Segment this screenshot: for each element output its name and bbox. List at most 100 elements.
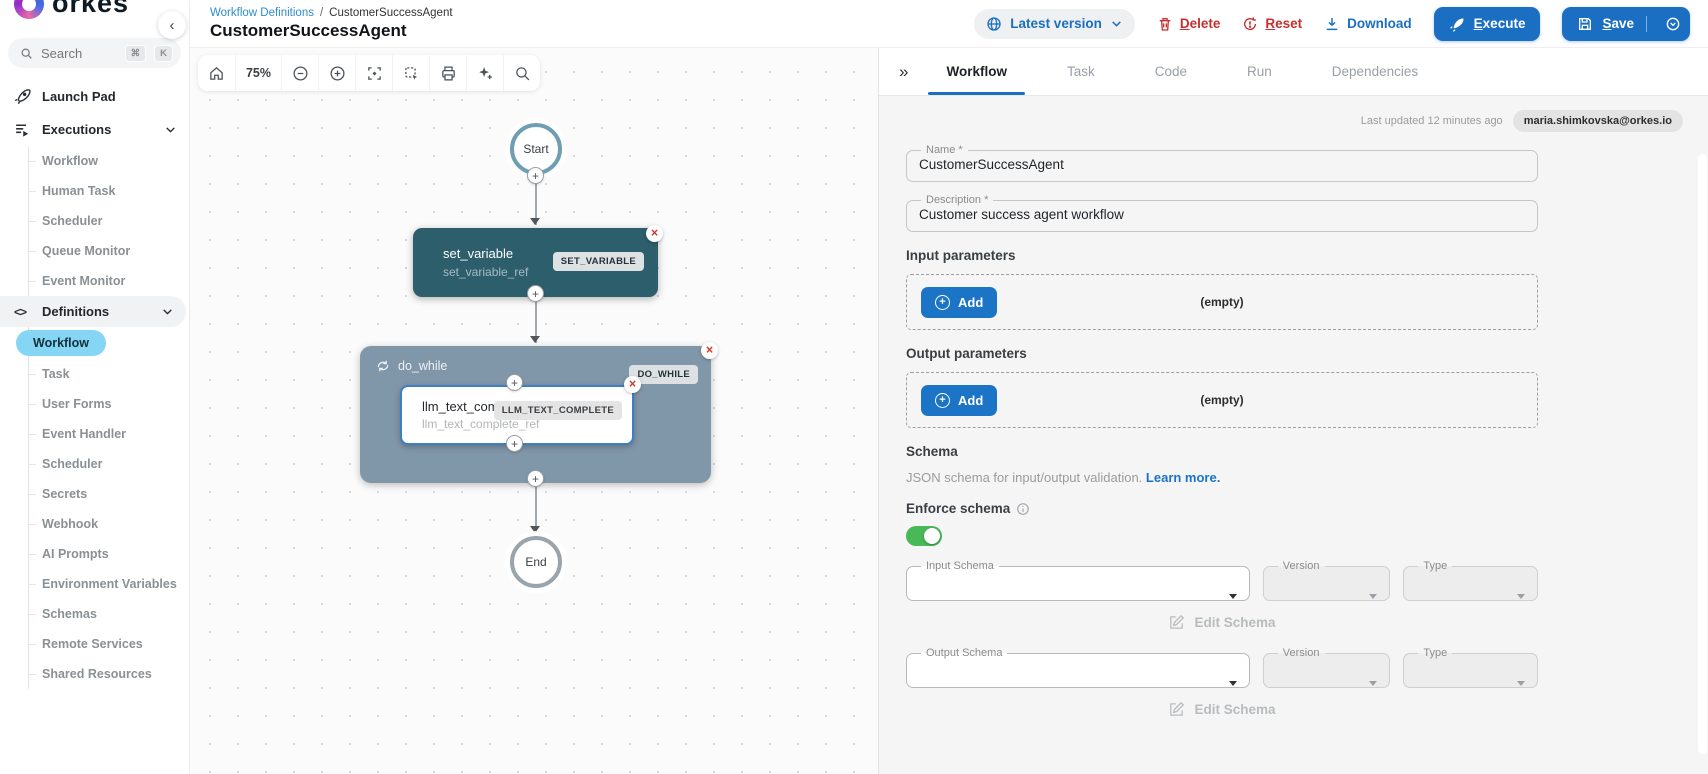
executions-subtree: Workflow Human Task Scheduler Queue Moni…: [28, 146, 189, 296]
print-button[interactable]: [429, 55, 466, 91]
input-parameters-empty: (empty): [1200, 295, 1244, 309]
info-icon[interactable]: [1016, 502, 1030, 516]
sidebar-item-queue-monitor[interactable]: Queue Monitor: [29, 236, 189, 266]
version-label: Latest version: [1010, 16, 1102, 31]
enforce-schema-toggle[interactable]: [906, 526, 942, 546]
tab-task[interactable]: Task: [1066, 64, 1095, 79]
ai-sparkles-button[interactable]: [466, 55, 503, 91]
sidebar-item-ai-prompts[interactable]: AI Prompts: [29, 539, 189, 569]
input-schema-label: Input Schema: [926, 560, 994, 572]
sidebar-item-exec-scheduler[interactable]: Scheduler: [29, 206, 189, 236]
sidebar-item-def-scheduler[interactable]: Scheduler: [29, 449, 189, 479]
sidebar-item-definitions[interactable]: <> Definitions: [0, 296, 186, 327]
learn-more-link[interactable]: Learn more.: [1145, 470, 1221, 485]
description-input[interactable]: [919, 206, 1525, 222]
save-dropdown-button[interactable]: [1656, 16, 1690, 32]
sidebar-item-schemas[interactable]: Schemas: [29, 599, 189, 629]
output-schema-label: Output Schema: [926, 647, 1003, 659]
breadcrumb-workflow-definitions[interactable]: Workflow Definitions: [210, 6, 314, 19]
zoom-level[interactable]: 75%: [235, 55, 281, 91]
home-button[interactable]: [198, 55, 235, 91]
panel-scrollbar[interactable]: [1698, 154, 1707, 754]
sidebar-item-secrets[interactable]: Secrets: [29, 479, 189, 509]
input-schema-version-select[interactable]: Version: [1262, 560, 1391, 601]
canvas-toolbar: 75%: [198, 55, 540, 91]
zoom-in-button[interactable]: [318, 55, 355, 91]
remove-llm-button[interactable]: ×: [624, 376, 641, 393]
executions-icon: [16, 124, 29, 137]
do-while-type-badge: DO_WHILE: [629, 365, 698, 384]
add-task-button[interactable]: +: [527, 285, 544, 302]
workflow-canvas[interactable]: 75% Start: [190, 48, 878, 774]
save-floppy-icon: [1579, 17, 1592, 30]
edge-setvariable-dowhile: [535, 301, 537, 343]
add-task-button[interactable]: +: [506, 374, 523, 391]
sidebar-item-def-workflow[interactable]: Workflow: [16, 330, 107, 356]
input-parameters-heading: Input parameters: [906, 248, 1016, 263]
breadcrumb-separator: /: [319, 6, 324, 19]
sidebar-item-human-task[interactable]: Human Task: [29, 176, 189, 206]
output-schema-select[interactable]: Output Schema: [906, 647, 1250, 688]
sidebar-collapse-button[interactable]: ‹: [158, 11, 186, 39]
tab-dependencies[interactable]: Dependencies: [1331, 64, 1419, 79]
delete-button[interactable]: Delete: [1157, 16, 1220, 32]
sidebar-item-remote-services[interactable]: Remote Services: [29, 629, 189, 659]
input-schema-select[interactable]: Input Schema: [906, 560, 1250, 601]
type-label: Type: [1423, 647, 1448, 659]
edit-output-schema-button[interactable]: Edit Schema: [906, 701, 1538, 718]
name-input[interactable]: [919, 156, 1525, 172]
fit-view-button[interactable]: [355, 55, 392, 91]
save-button[interactable]: Save: [1562, 6, 1690, 41]
remove-do-while-button[interactable]: ×: [701, 342, 718, 359]
add-task-button[interactable]: +: [527, 470, 544, 487]
edit-schema-label: Edit Schema: [1194, 615, 1276, 630]
sidebar: orkes ‹ ⌘ K Launch Pad Executions Workfl…: [0, 0, 190, 774]
sidebar-item-shared-resources[interactable]: Shared Resources: [29, 659, 189, 689]
tab-code[interactable]: Code: [1154, 64, 1188, 79]
input-parameters-box: (empty) + Add: [906, 274, 1538, 330]
arrowhead: [530, 218, 540, 230]
end-node[interactable]: End: [510, 536, 562, 588]
download-button[interactable]: Download: [1324, 16, 1412, 32]
version-label: Version: [1282, 647, 1320, 659]
input-schema-type-select[interactable]: Type: [1403, 560, 1538, 601]
sidebar-item-label: Definitions: [42, 304, 110, 319]
add-output-parameter-button[interactable]: + Add: [921, 384, 998, 416]
sidebar-item-webhook[interactable]: Webhook: [29, 509, 189, 539]
set-variable-node[interactable]: set_variable set_variable_ref SET_VARIAB…: [413, 228, 658, 297]
search-box[interactable]: ⌘ K: [8, 38, 181, 68]
output-schema-type-select[interactable]: Type: [1403, 647, 1538, 688]
start-node[interactable]: Start: [510, 123, 562, 175]
version-selector-button[interactable]: Latest version: [974, 8, 1135, 39]
end-node-label: End: [525, 555, 547, 569]
sidebar-item-environment-variables[interactable]: Environment Variables: [29, 569, 189, 599]
sidebar-item-event-monitor[interactable]: Event Monitor: [29, 266, 189, 296]
edit-input-schema-button[interactable]: Edit Schema: [906, 614, 1538, 631]
task-type-badge: LLM_TEXT_COMPLETE: [493, 401, 622, 420]
search-input[interactable]: [41, 45, 117, 61]
tab-workflow[interactable]: Workflow: [916, 48, 1037, 95]
sidebar-item-user-forms[interactable]: User Forms: [29, 389, 189, 419]
output-schema-version-select[interactable]: Version: [1262, 647, 1391, 688]
search-canvas-button[interactable]: [503, 55, 540, 91]
reset-button[interactable]: Reset: [1242, 16, 1302, 32]
remove-set-variable-button[interactable]: ×: [646, 225, 663, 242]
task-name: set_variable: [443, 246, 514, 261]
tab-run[interactable]: Run: [1247, 64, 1272, 79]
add-task-button[interactable]: +: [506, 435, 523, 452]
sidebar-item-exec-workflow[interactable]: Workflow: [29, 146, 189, 176]
select-area-button[interactable]: [392, 55, 429, 91]
sidebar-item-event-handler[interactable]: Event Handler: [29, 419, 189, 449]
zoom-out-button[interactable]: [281, 55, 318, 91]
execute-button[interactable]: Execute: [1433, 6, 1541, 41]
sidebar-item-launch-pad[interactable]: Launch Pad: [0, 80, 189, 113]
chevron-down-circle-icon: [1666, 17, 1680, 30]
sidebar-item-def-task[interactable]: Task: [29, 359, 189, 389]
add-input-parameter-button[interactable]: + Add: [921, 286, 998, 318]
sidebar-item-executions[interactable]: Executions: [0, 113, 189, 146]
add-task-button[interactable]: +: [527, 167, 544, 184]
save-label: Save: [1602, 16, 1634, 31]
plus-icon: +: [510, 375, 518, 390]
expand-panel-icon[interactable]: »: [899, 61, 909, 81]
